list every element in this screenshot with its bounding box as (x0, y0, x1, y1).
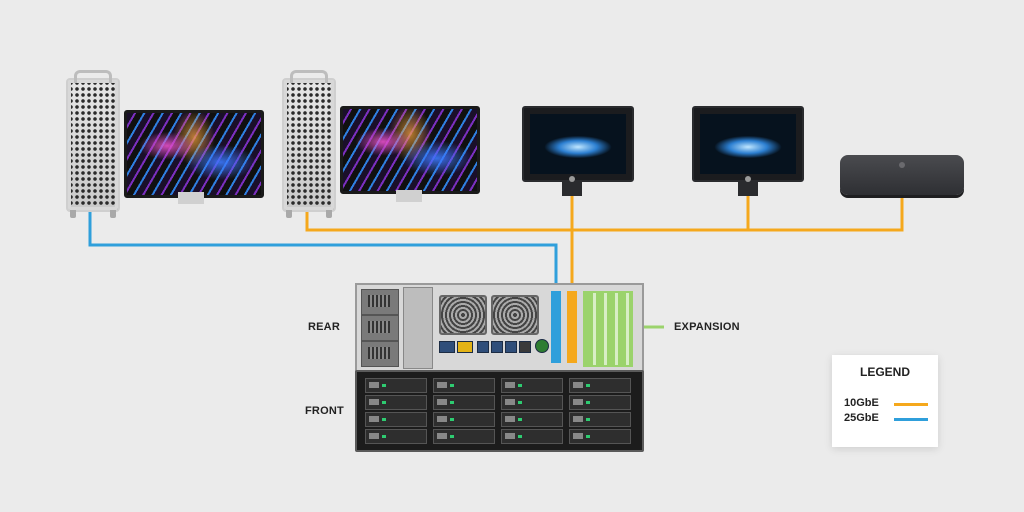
imac-pro-1 (522, 106, 634, 182)
label-front: FRONT (305, 405, 344, 417)
psu-1 (361, 289, 399, 315)
apple-logo-icon (569, 176, 575, 182)
label-rear: REAR (308, 321, 340, 333)
io-port (457, 341, 473, 353)
psu-bay (403, 287, 433, 369)
psu-2 (361, 315, 399, 341)
rear-fan-1 (439, 295, 487, 335)
drive-bay (501, 412, 563, 427)
drive-bay (501, 378, 563, 393)
drive-bay (365, 395, 427, 410)
imac-pro-2 (692, 106, 804, 182)
mac-pro-tower-2 (282, 70, 336, 218)
server-rear-panel (355, 283, 644, 373)
drive-bay (569, 412, 631, 427)
display-stand-1 (178, 192, 204, 204)
drive-bay (569, 429, 631, 444)
wire-25gbe (88, 196, 558, 300)
io-port (505, 341, 517, 353)
drive-bay (569, 378, 631, 393)
io-port (439, 341, 455, 353)
drive-bay (433, 412, 495, 427)
io-port (519, 341, 531, 353)
drive-bay (433, 378, 495, 393)
io-port (491, 341, 503, 353)
pro-display-1 (124, 110, 264, 198)
label-expansion: EXPANSION (674, 321, 740, 333)
drive-bay (433, 395, 495, 410)
io-port (477, 341, 489, 353)
display-stand-2 (396, 190, 422, 202)
legend-swatch-25gbe (894, 418, 928, 421)
drive-bay (433, 429, 495, 444)
drive-bay (365, 429, 427, 444)
server-front-panel (355, 370, 644, 452)
drive-bay (365, 412, 427, 427)
nic-card-10gbe (567, 291, 577, 363)
legend: LEGEND 10GbE 25GbE (832, 355, 938, 447)
expansion-slots (583, 291, 633, 367)
drive-bay (501, 395, 563, 410)
legend-swatch-10gbe (894, 403, 928, 406)
legend-title: LEGEND (859, 365, 910, 379)
nic-card-25gbe (551, 291, 561, 363)
drive-bay (501, 429, 563, 444)
mac-pro-tower-1 (66, 70, 120, 218)
wire-10gbe-bus (305, 196, 904, 232)
apple-logo-icon (745, 176, 751, 182)
audio-port (535, 339, 549, 353)
legend-label-10gbe: 10GbE (844, 397, 879, 409)
rear-fan-2 (491, 295, 539, 335)
imac-stand-1 (562, 182, 582, 196)
drive-bay (365, 378, 427, 393)
psu-3 (361, 341, 399, 367)
pro-display-2 (340, 106, 480, 194)
drive-bay (569, 395, 631, 410)
legend-label-25gbe: 25GbE (844, 412, 879, 424)
mac-mini (840, 155, 964, 195)
imac-stand-2 (738, 182, 758, 196)
